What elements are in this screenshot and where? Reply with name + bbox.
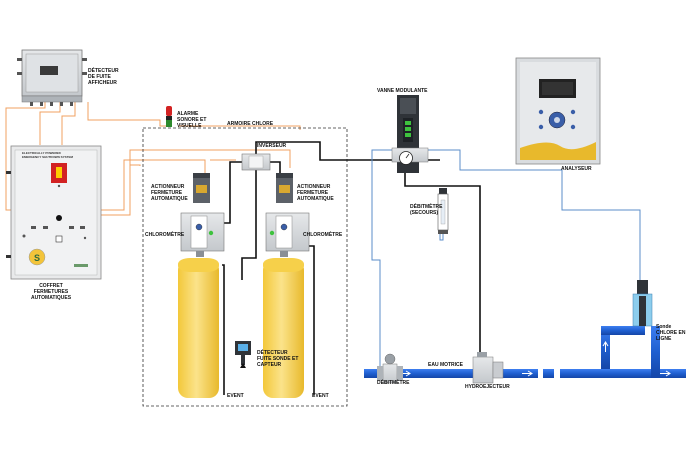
hydroejector: [472, 352, 504, 384]
label-motive-water: EAU MOTRICE: [428, 362, 463, 368]
label-actuator-left: ACTIONNEUR FERMETURE AUTOMATIQUE: [151, 184, 188, 202]
label-actuator-right: ACTIONNEUR FERMETURE AUTOMATIQUE: [297, 184, 334, 202]
water-lines-thin: [371, 149, 641, 373]
inverter: [241, 153, 271, 171]
brand-logo: [28, 248, 46, 266]
selector-switch: [55, 235, 63, 243]
chlorinator-right: [265, 212, 310, 257]
modulating-valve: [391, 95, 429, 173]
cylinder-left: [178, 258, 219, 398]
flowmeter-backup: [437, 188, 449, 234]
label-auto-shutoff-cabinet: COFFRET FERMETURES AUTOMATIQUES: [30, 283, 72, 301]
leak-sensor: [235, 341, 251, 368]
label-modulating-valve: VANNE MODULANTE: [377, 88, 428, 94]
label-vent-left: EVENT: [227, 393, 244, 399]
label-chlorinator-right: CHLOROMÈTRE: [303, 232, 343, 238]
indicator-lamp: [56, 215, 62, 221]
label-leak-detector-sensor: DÉTECTEUR FUITE SONDE ET CAPTEUR: [257, 350, 299, 368]
cabinet-header-line-1: ELECTRICALLY POWERED: [22, 151, 61, 155]
label-chlorine-cabinet: ARMOIRE CHLORE: [227, 121, 274, 127]
svg-text:S: S: [34, 253, 40, 263]
flowmeter-main: [377, 353, 403, 384]
auto-shutoff-cabinet: S: [6, 145, 102, 280]
chlorine-cabinet-outline: [142, 127, 348, 407]
leak-detector-display-unit: [17, 49, 87, 106]
cylinder-right: [263, 258, 304, 398]
actuator-right: [276, 173, 293, 203]
label-vent-right: EVENT: [312, 393, 329, 399]
label-inline-probe: Sonde CHLORE EN LIGNE: [656, 324, 686, 342]
actuator-left: [193, 173, 210, 203]
label-inverter: INVERSEUR: [257, 143, 287, 149]
inline-probe: [632, 280, 653, 327]
label-flowmeter: DÉBITMÈTRE: [377, 380, 410, 386]
signal-wires: [5, 102, 301, 216]
analyzer: [515, 57, 601, 165]
alarm-beacon: [166, 106, 172, 127]
gas-lines: [222, 141, 481, 395]
water-main-pipe: [364, 326, 686, 378]
chlorinator-left: [180, 212, 225, 257]
label-analyzer: ANALYSEUR: [561, 166, 592, 172]
label-alarm: ALARME SONORE ET VISUELLE: [177, 111, 207, 129]
label-leak-detector-display: DÉTECTEUR DE FUITE AFFICHEUR: [88, 68, 119, 86]
cabinet-header-line-2: EMERGENCY SHUTDOWN SYSTEM: [22, 155, 73, 159]
display-screen: [40, 66, 58, 75]
label-hydroejector: HYDROEJECTEUR: [465, 384, 510, 390]
label-chlorinator-left: CHLOROMÈTRE: [145, 232, 185, 238]
label-flowmeter-backup: DÉBITMÈTRE (SECOURS): [410, 204, 443, 216]
